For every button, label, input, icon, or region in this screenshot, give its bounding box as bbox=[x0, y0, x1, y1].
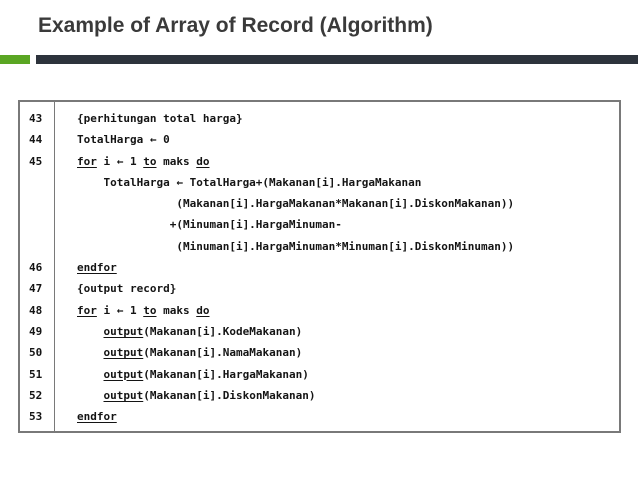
keyword-segment: to bbox=[143, 303, 157, 317]
line-number: 46 bbox=[29, 261, 43, 275]
code-text: output(Makanan[i].KodeMakanan) bbox=[54, 321, 619, 342]
code-text: (Minuman[i].HargaMinuman*Minuman[i].Disk… bbox=[54, 236, 619, 257]
line-number bbox=[20, 214, 54, 235]
code-line: 45 for i ← 1 to maks do bbox=[20, 151, 619, 172]
code-line: (Makanan[i].HargaMakanan*Makanan[i].Disk… bbox=[20, 193, 619, 214]
line-number bbox=[20, 236, 54, 257]
accent-bar-dark bbox=[36, 55, 638, 64]
line-number bbox=[20, 172, 54, 193]
code-line: 44 TotalHarga ← 0 bbox=[20, 129, 619, 150]
keyword-segment: for bbox=[77, 154, 97, 168]
code-line: TotalHarga ← TotalHarga+(Makanan[i].Harg… bbox=[20, 172, 619, 193]
code-text: endfor bbox=[54, 257, 619, 278]
code-line: 47 {output record} bbox=[20, 278, 619, 299]
code-segment: (Makanan[i].KodeMakanan) bbox=[143, 324, 303, 338]
code-segment: TotalHarga ← TotalHarga+(Makanan[i].Harg… bbox=[77, 175, 422, 189]
code-line: 51 output(Makanan[i].HargaMakanan) bbox=[20, 364, 619, 385]
code-text: TotalHarga ← TotalHarga+(Makanan[i].Harg… bbox=[54, 172, 619, 193]
keyword-segment: to bbox=[143, 154, 157, 168]
code-segment: (Minuman[i].HargaMinuman*Minuman[i].Disk… bbox=[77, 239, 515, 253]
keyword-segment: do bbox=[196, 154, 210, 168]
keyword-segment: output bbox=[103, 346, 144, 360]
accent-bar-green bbox=[0, 55, 30, 64]
line-number-divider bbox=[54, 102, 55, 431]
code-segment bbox=[77, 389, 104, 402]
code-line: 49 output(Makanan[i].KodeMakanan) bbox=[20, 321, 619, 342]
code-segment: (Makanan[i].HargaMakanan) bbox=[143, 367, 309, 381]
code-segment: maks bbox=[156, 303, 197, 317]
code-segment bbox=[77, 325, 104, 338]
line-number: 43 bbox=[29, 112, 43, 125]
line-number: 47 bbox=[29, 282, 43, 296]
keyword-segment: endfor bbox=[77, 261, 117, 275]
code-text: TotalHarga ← 0 bbox=[54, 129, 619, 150]
code-text: endfor bbox=[54, 406, 619, 427]
code-text: for i ← 1 to maks do bbox=[54, 300, 619, 321]
code-text: {perhitungan total harga} bbox=[54, 108, 619, 129]
code-line: +(Minuman[i].HargaMinuman- bbox=[20, 214, 619, 235]
code-segment: i ← 1 bbox=[96, 154, 144, 168]
keyword-segment: output bbox=[103, 324, 144, 338]
code-line: 50 output(Makanan[i].NamaMakanan) bbox=[20, 342, 619, 363]
code-segment: i ← 1 bbox=[96, 303, 144, 317]
line-number: 53 bbox=[29, 410, 43, 424]
keyword-segment: output bbox=[103, 367, 144, 381]
slide-title: Example of Array of Record (Algorithm) bbox=[38, 14, 433, 37]
code-segment: {output record} bbox=[77, 282, 177, 296]
line-number: 44 bbox=[29, 133, 43, 147]
line-number bbox=[20, 193, 54, 214]
code-text: (Makanan[i].HargaMakanan*Makanan[i].Disk… bbox=[54, 193, 619, 214]
code-text: {output record} bbox=[54, 278, 619, 299]
line-number: 51 bbox=[29, 367, 43, 381]
code-segment: maks bbox=[156, 154, 197, 168]
keyword-segment: do bbox=[196, 303, 210, 317]
code-line: 46 endfor bbox=[20, 257, 619, 278]
code-line: 43 {perhitungan total harga} bbox=[20, 108, 619, 129]
code-segment: {perhitungan total harga} bbox=[77, 112, 243, 125]
keyword-segment: for bbox=[77, 303, 97, 317]
code-text: output(Makanan[i].HargaMakanan) bbox=[54, 364, 619, 385]
code-line: 48 for i ← 1 to maks do bbox=[20, 300, 619, 321]
code-text: output(Makanan[i].DiskonMakanan) bbox=[54, 385, 619, 406]
code-line: (Minuman[i].HargaMinuman*Minuman[i].Disk… bbox=[20, 236, 619, 257]
code-segment: (Makanan[i].DiskonMakanan) bbox=[143, 388, 316, 402]
code-line: 53 endfor bbox=[20, 406, 619, 427]
keyword-segment: endfor bbox=[77, 410, 117, 424]
code-segment: TotalHarga ← 0 bbox=[77, 133, 170, 147]
code-segment: (Makanan[i].HargaMakanan*Makanan[i].Disk… bbox=[77, 197, 515, 211]
code-text: for i ← 1 to maks do bbox=[54, 151, 619, 172]
line-number: 52 bbox=[29, 388, 43, 402]
code-text: output(Makanan[i].NamaMakanan) bbox=[54, 342, 619, 363]
line-number: 50 bbox=[29, 346, 43, 360]
code-text: +(Minuman[i].HargaMinuman- bbox=[54, 214, 619, 235]
line-number: 49 bbox=[29, 324, 43, 338]
code-segment bbox=[77, 368, 104, 381]
keyword-segment: output bbox=[103, 388, 144, 402]
code-segment: (Makanan[i].NamaMakanan) bbox=[143, 346, 303, 360]
line-number: 45 bbox=[29, 154, 43, 168]
code-segment: +(Minuman[i].HargaMinuman- bbox=[77, 218, 342, 232]
code-segment bbox=[77, 346, 104, 359]
code-line: 52 output(Makanan[i].DiskonMakanan) bbox=[20, 385, 619, 406]
line-number: 48 bbox=[29, 303, 43, 317]
